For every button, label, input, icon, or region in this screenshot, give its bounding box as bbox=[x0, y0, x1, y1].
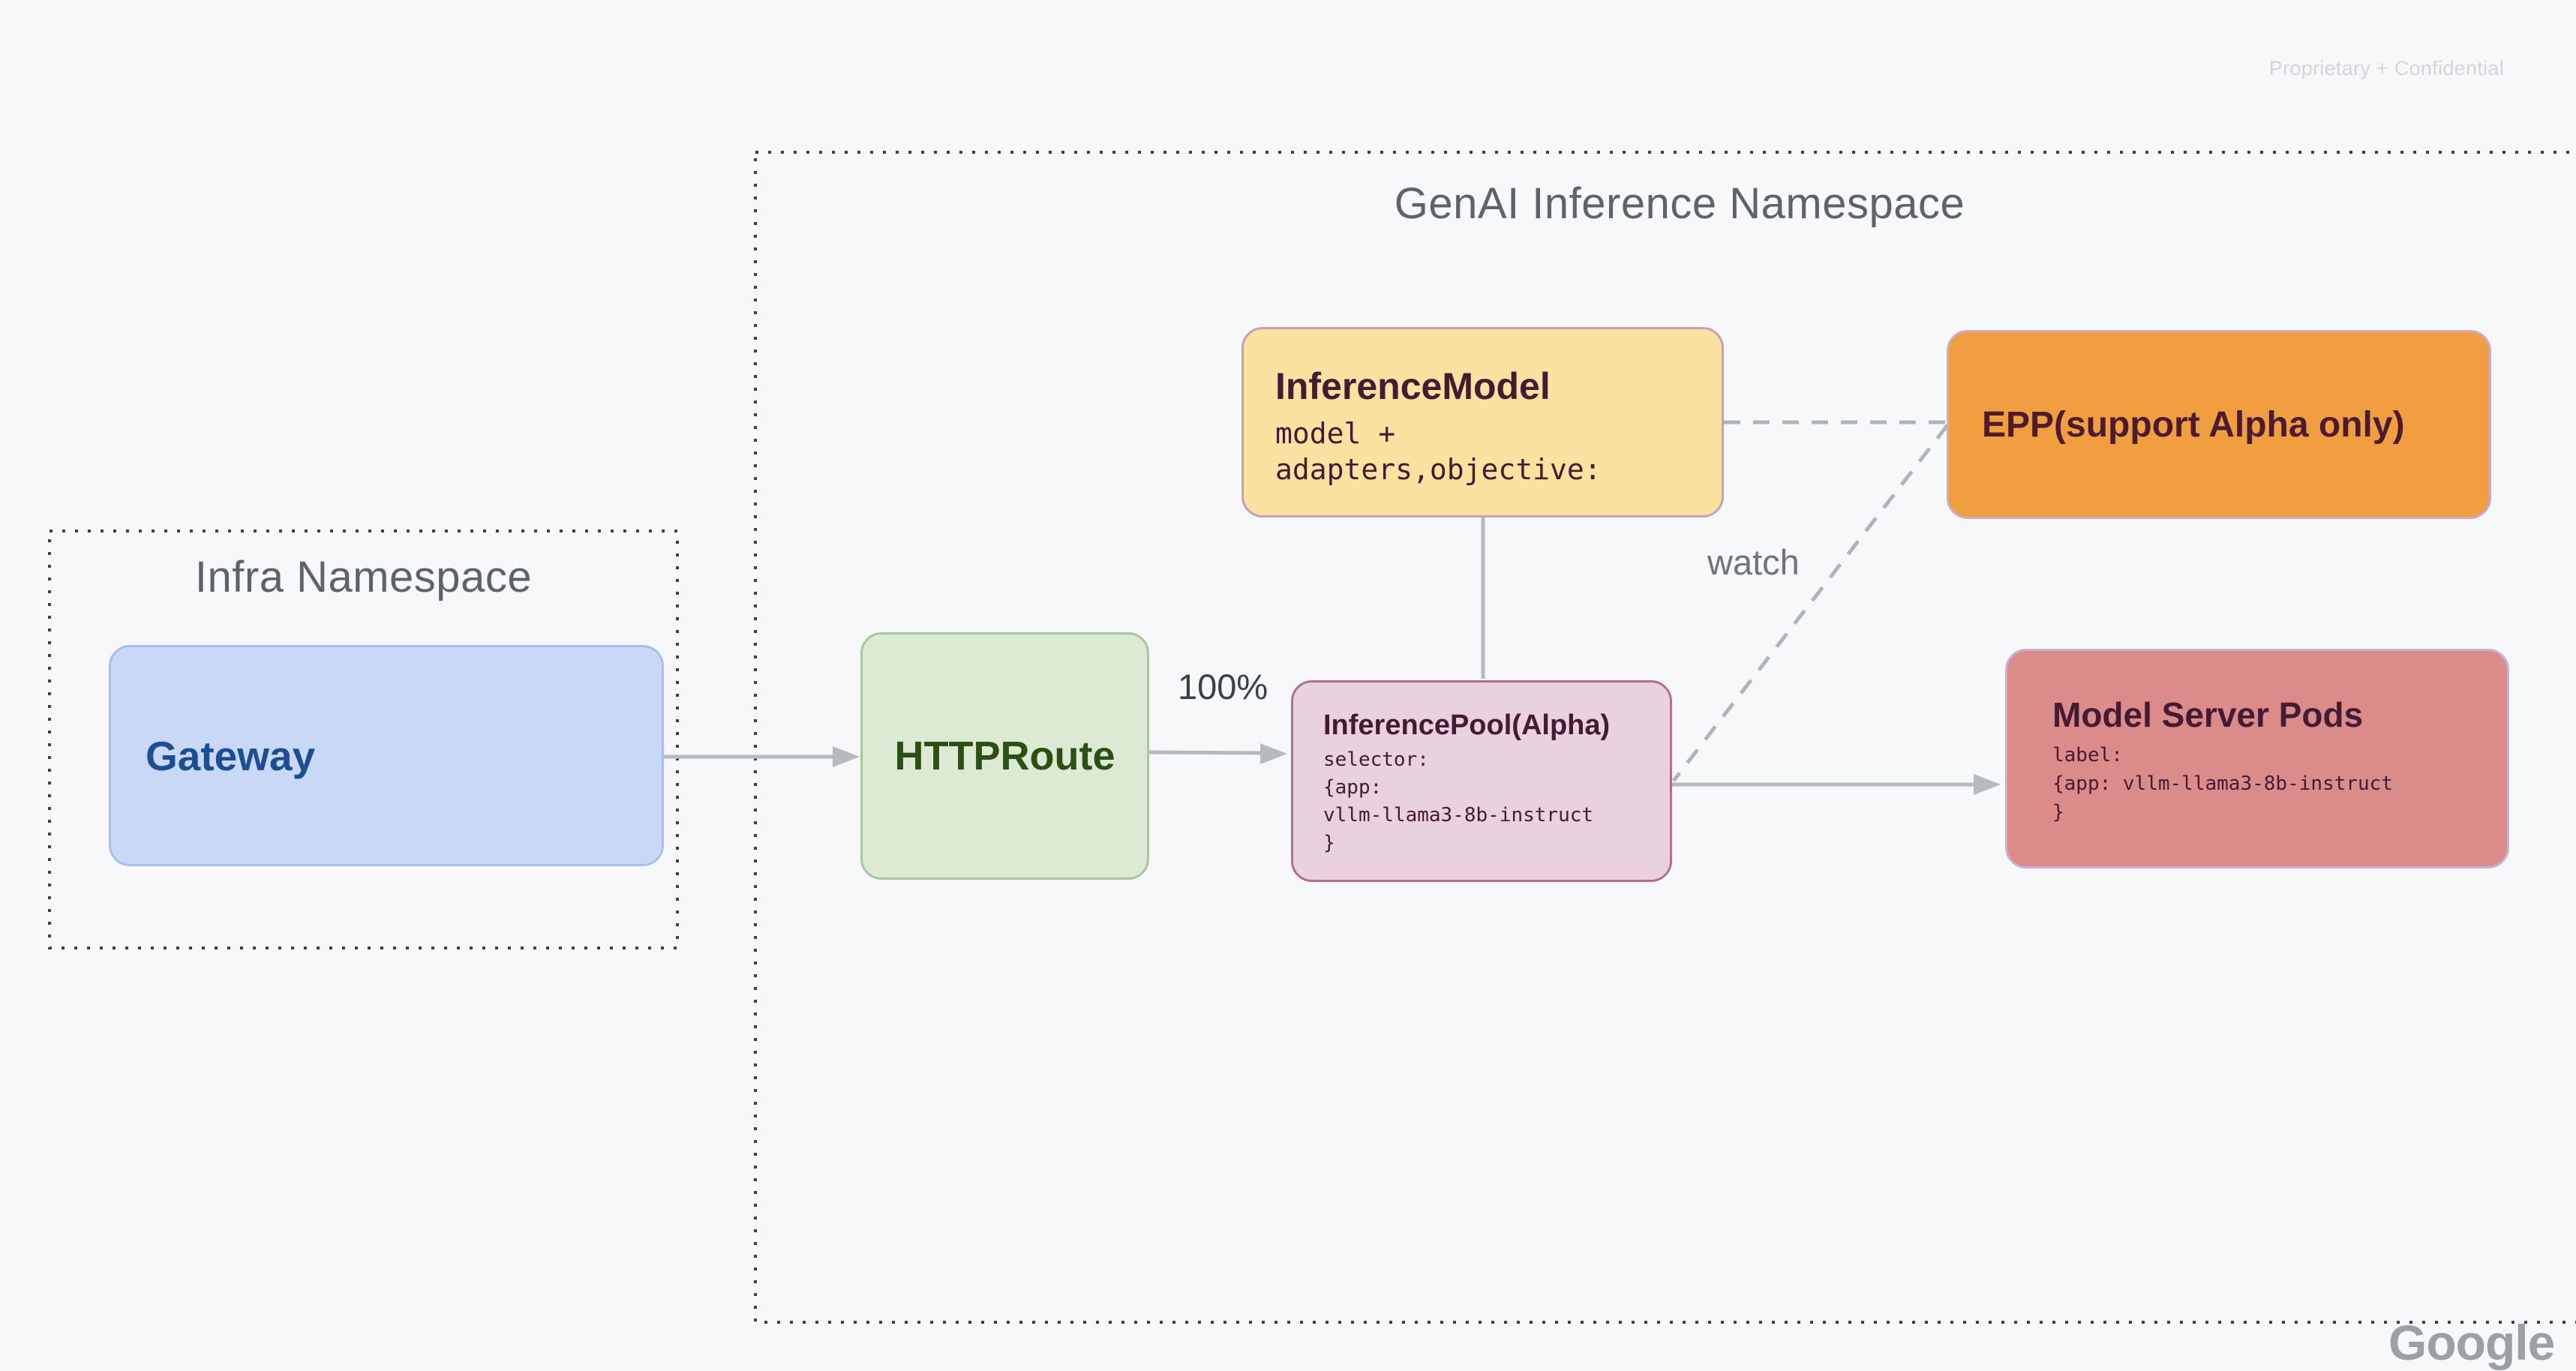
google-logo: Google bbox=[2388, 1315, 2555, 1370]
edge-httproute-to-inferencepool bbox=[1148, 750, 1264, 755]
arrowhead-gateway-to-httproute bbox=[833, 746, 860, 767]
slide-canvas: Proprietary + Confidential Infra Namespa… bbox=[48, 57, 2576, 1370]
confidentiality-watermark: Proprietary + Confidential bbox=[2268, 57, 2504, 80]
epp-title: EPP(support Alpha only) bbox=[1982, 404, 2405, 445]
gateway-node: Gateway bbox=[109, 645, 664, 866]
httproute-title: HTTPRoute bbox=[894, 734, 1115, 778]
inference-pool-node: InferencePool(Alpha) selector: {app: vll… bbox=[1291, 680, 1672, 882]
infra-namespace-title: Infra Namespace bbox=[194, 553, 533, 602]
inference-pool-code-line: } bbox=[1323, 832, 1335, 854]
inference-pool-code-line: selector: bbox=[1323, 748, 1429, 771]
inference-model-code-line: model + bbox=[1275, 417, 1396, 450]
inference-model-code-line: adapters,objective: bbox=[1275, 453, 1602, 486]
gateway-title: Gateway bbox=[146, 732, 316, 779]
model-server-pods-code-line: } bbox=[2052, 800, 2064, 824]
model-server-pods-code-line: {app: vllm-llama3-8b-instruct bbox=[2052, 772, 2393, 795]
inference-model-title: InferenceModel bbox=[1275, 365, 1551, 407]
connector-layer bbox=[48, 151, 2576, 1324]
epp-node: EPP(support Alpha only) bbox=[1947, 330, 2491, 519]
genai-namespace-title: GenAI Inference Namespace bbox=[1394, 179, 1965, 228]
model-server-pods-title: Model Server Pods bbox=[2052, 694, 2364, 734]
arrowhead-inferencepool-to-pods bbox=[1974, 774, 2001, 795]
route-weight-label: 100% bbox=[1178, 667, 1268, 706]
model-server-pods-node: Model Server Pods label: {app: vllm-llam… bbox=[2005, 649, 2509, 868]
model-server-pods-code-line: label: bbox=[2052, 743, 2123, 766]
httproute-node: HTTPRoute bbox=[860, 632, 1149, 880]
inference-pool-title: InferencePool(Alpha) bbox=[1323, 710, 1611, 741]
watch-label: watch bbox=[1707, 542, 1800, 582]
inference-model-node: InferenceModel model + adapters,objectiv… bbox=[1241, 327, 1724, 518]
arrowhead-httproute-to-inferencepool bbox=[1260, 743, 1287, 764]
edge-epp-watch-inferencepool-dashed bbox=[1672, 424, 1949, 782]
inference-pool-code-line: {app: bbox=[1323, 776, 1383, 799]
inference-pool-code-line: vllm-llama3-8b-instruct bbox=[1323, 804, 1594, 826]
